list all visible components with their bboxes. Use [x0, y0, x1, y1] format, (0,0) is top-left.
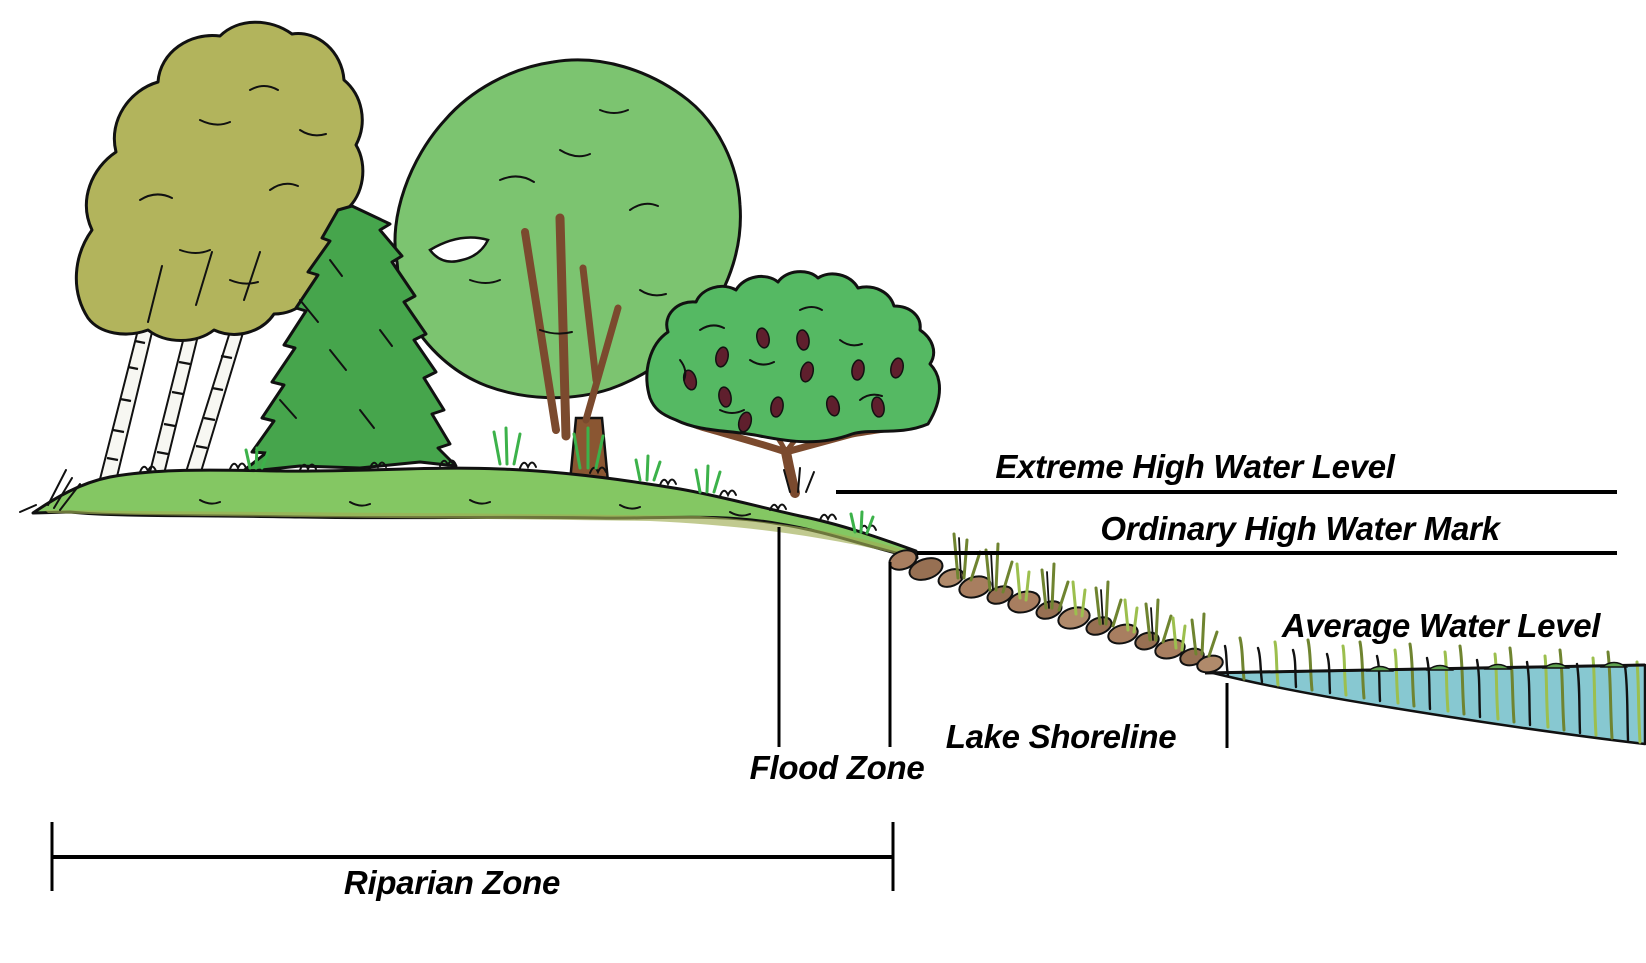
label-ordinary-high-water-mark: Ordinary High Water Mark	[1100, 510, 1501, 547]
birch-foliage	[74, 20, 365, 342]
fruit-tree	[645, 270, 941, 498]
lake-water	[1204, 636, 1646, 746]
label-flood-zone: Flood Zone	[750, 749, 925, 786]
grass-bank	[19, 426, 919, 560]
label-riparian-zone: Riparian Zone	[344, 864, 560, 901]
annotation-lines	[50, 490, 1617, 891]
surface-weeds	[1365, 661, 1629, 672]
label-extreme-high-water-level: Extreme High Water Level	[995, 448, 1395, 485]
label-lake-shoreline: Lake Shoreline	[946, 718, 1177, 755]
shoreline-grass-tufts	[952, 532, 1219, 658]
labels: Extreme High Water Level Ordinary High W…	[344, 448, 1602, 901]
grass-tufts	[244, 426, 875, 535]
rocky-shoreline	[888, 549, 1224, 674]
reeds	[1223, 636, 1642, 744]
conifer-tree	[240, 204, 458, 474]
fruits	[682, 327, 904, 433]
water-surface-line	[1204, 663, 1646, 675]
label-average-water-level: Average Water Level	[1281, 607, 1601, 644]
